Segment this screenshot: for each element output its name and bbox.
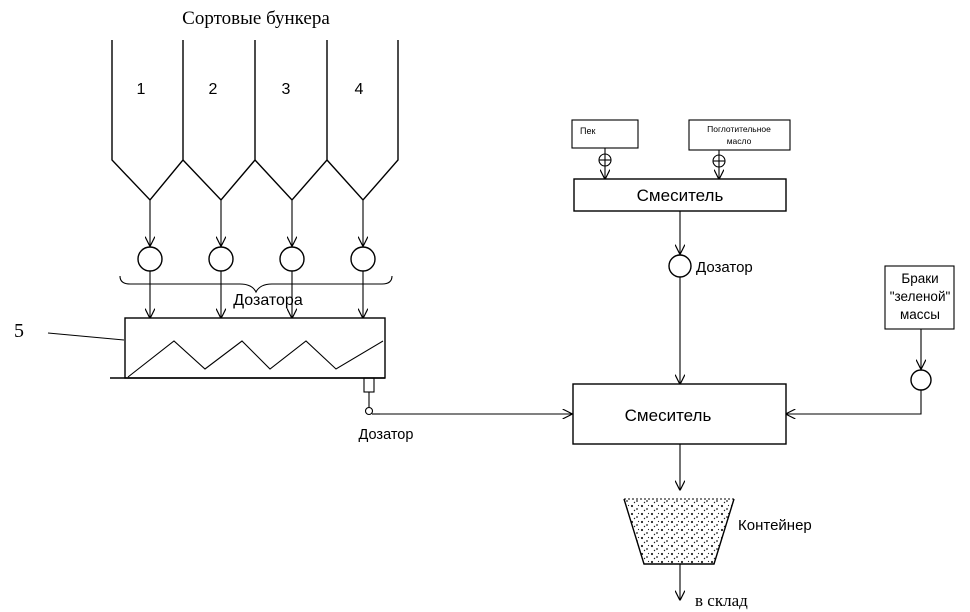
main-mixer: Смеситель [572, 383, 787, 445]
container [623, 498, 735, 565]
bunker-dosers [137, 246, 376, 272]
absorption-oil-box: Поглотительное масло [688, 119, 791, 151]
bunker-4: 4 [326, 40, 399, 202]
doser-left-label: Дозатор [359, 427, 414, 443]
doser-to-trough-arrows [150, 271, 363, 318]
container-label: Контейнер [738, 517, 812, 534]
pek-box: Пек [571, 119, 639, 149]
braki-line3: массы [900, 307, 940, 322]
bunker-1-label: 1 [137, 81, 146, 98]
bunker-1: 1 [111, 40, 184, 202]
bunkers-title: Сортовые бункера [182, 8, 330, 29]
doser-circle-3 [279, 246, 305, 272]
bunker-2: 2 [182, 40, 256, 202]
doser-circle-4 [350, 246, 376, 272]
dosers-brace [119, 275, 393, 294]
dosers-label: Дозатора [233, 292, 303, 309]
doser-mid-label: Дозатор [696, 259, 753, 276]
pek-label: Пек [580, 126, 595, 136]
top-mixer: Смеситель [573, 178, 787, 212]
doser-circle-2 [208, 246, 234, 272]
oil-label-line2: масло [727, 136, 752, 146]
green-mass-rejects-box: Браки "зеленой" массы [884, 265, 955, 330]
bunker-outlet-arrows [150, 200, 363, 246]
trough-outlet [363, 377, 380, 416]
doser-circle-1 [137, 246, 163, 272]
braki-line2: "зеленой" [890, 289, 951, 304]
trough-mixer [110, 317, 386, 379]
oil-doser [712, 150, 726, 179]
label-5: 5 [14, 320, 24, 342]
bunker-2-label: 2 [209, 81, 218, 98]
braki-line1: Браки [901, 271, 938, 286]
doser-mid-circle [668, 254, 692, 278]
doser-left-symbol [364, 406, 374, 416]
bunker-3: 3 [254, 40, 328, 202]
main-mixer-label: Смеситель [625, 406, 712, 425]
label-5-leader [47, 332, 125, 341]
flow-braki-to-mixer [786, 390, 922, 414]
oil-label-line1: Поглотительное [707, 124, 771, 134]
to-storage-label: в склад [695, 591, 748, 610]
bunker-3-label: 3 [282, 81, 291, 98]
top-mixer-label: Смеситель [637, 186, 724, 205]
bunker-4-label: 4 [355, 81, 364, 98]
pek-doser [598, 148, 612, 179]
braki-doser-circle [910, 369, 932, 391]
bunkers-group: 1 2 3 4 [111, 40, 399, 202]
